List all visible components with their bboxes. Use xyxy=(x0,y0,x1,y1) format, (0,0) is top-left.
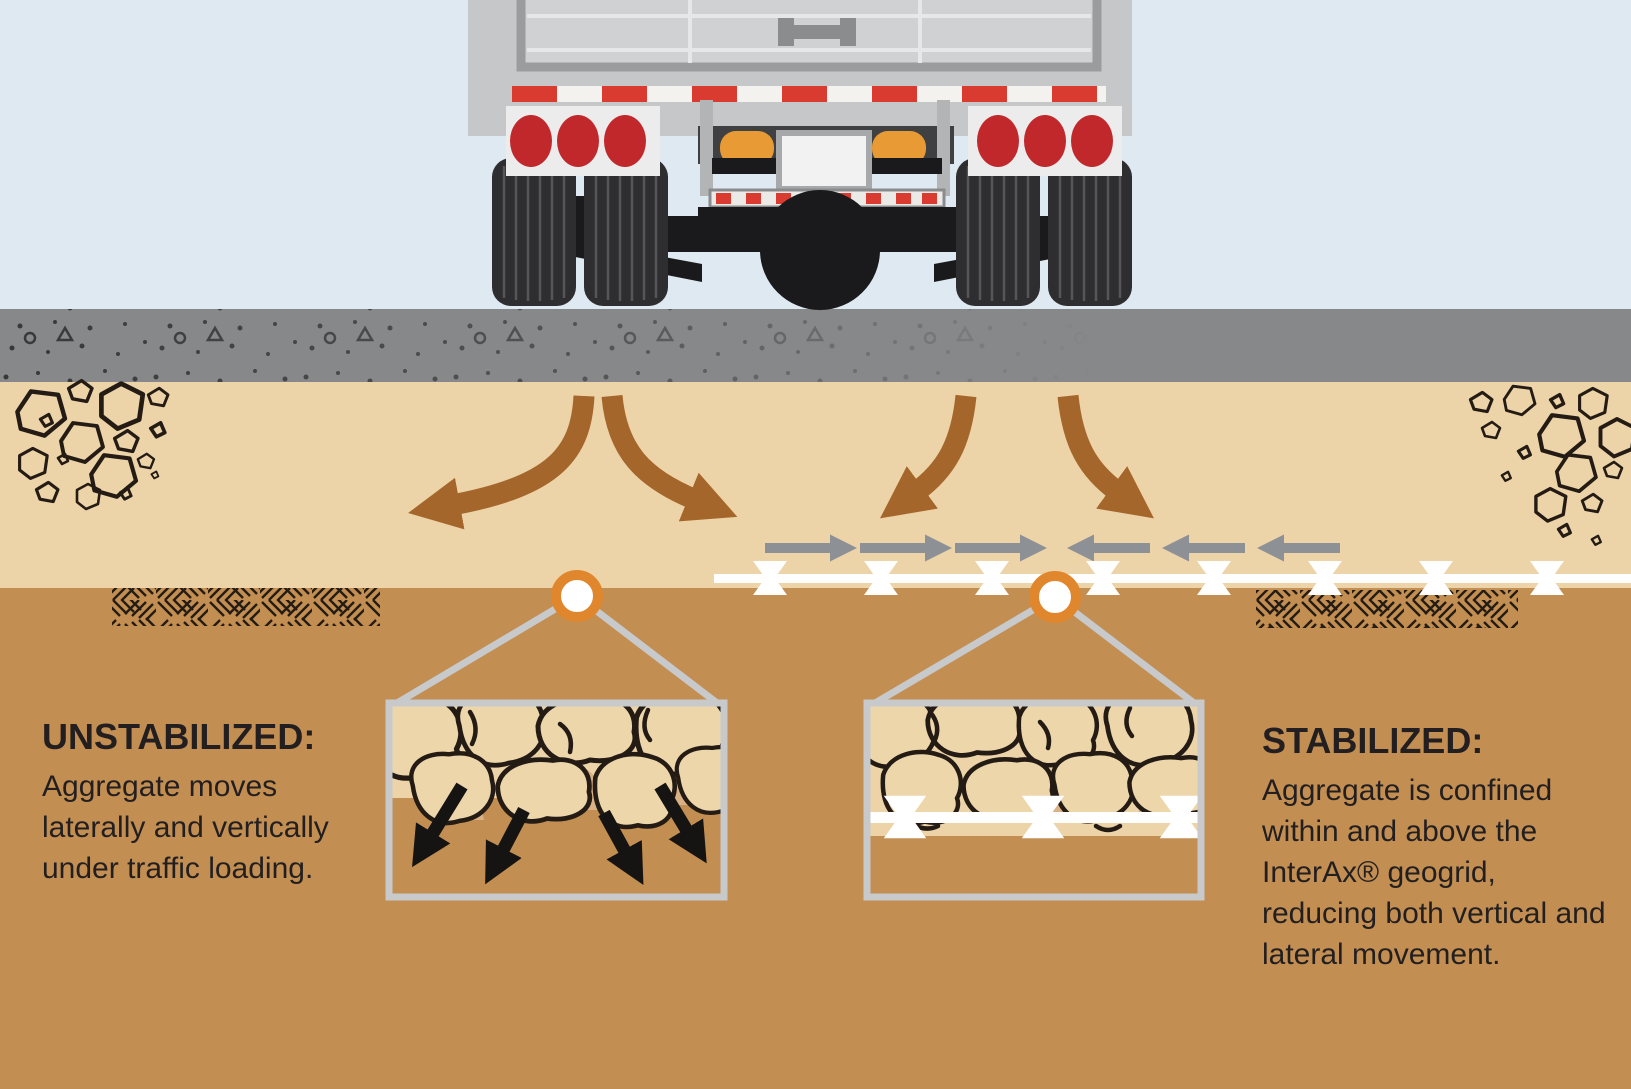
tail-lights xyxy=(510,115,1113,167)
asphalt-speckle-texture xyxy=(0,309,1100,382)
stabilized-text-block: STABILIZED: Aggregate is confined within… xyxy=(1262,720,1610,975)
right-marker-light xyxy=(872,131,926,165)
right-callout-anchor-circle xyxy=(1029,571,1081,623)
stabilized-heading: STABILIZED: xyxy=(1262,720,1484,761)
stabilized-body: Aggregate is confined within and above t… xyxy=(1262,774,1606,971)
unstabilized-text-block: UNSTABILIZED: Aggregate moves laterally … xyxy=(42,716,360,889)
unstabilized-callout-content xyxy=(389,703,724,897)
stabilized-callout-content xyxy=(867,703,1201,897)
load-spreading-arrows-stabilized xyxy=(880,394,1154,519)
unstabilized-callout-box xyxy=(385,699,728,901)
left-marker-light xyxy=(720,131,774,165)
aggregate-layer xyxy=(0,382,1631,588)
subgrade-layer xyxy=(0,588,1631,1089)
truck-rear-illustration xyxy=(468,0,1134,310)
license-plate xyxy=(776,130,872,192)
stabilized-callout-box xyxy=(863,699,1205,901)
left-callout-anchor-circle xyxy=(551,570,603,622)
load-spreading-arrows-unstabilized xyxy=(408,394,738,530)
unstabilized-body: Aggregate moves laterally and vertically… xyxy=(42,770,329,885)
subgrade-hatch-right xyxy=(1256,590,1518,628)
interax-geogrid-line xyxy=(714,561,1631,595)
callout-geogrid-line xyxy=(867,795,1201,839)
subgrade-hatch-left xyxy=(112,588,380,626)
right-callout-leader-lines xyxy=(868,593,1201,710)
unstabilized-heading: UNSTABILIZED: xyxy=(42,716,316,757)
downward-movement-arrows xyxy=(412,782,707,886)
left-callout-leader-lines xyxy=(390,592,724,710)
